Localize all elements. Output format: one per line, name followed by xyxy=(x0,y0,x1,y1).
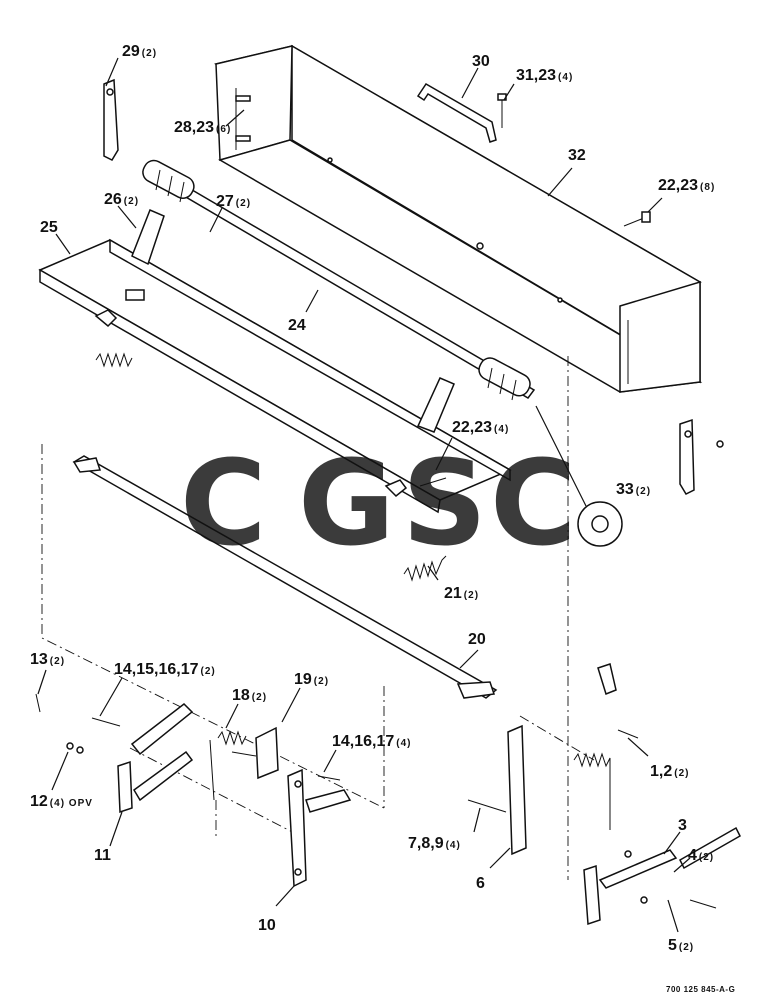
callout-10: 10 xyxy=(258,917,276,934)
leader-lines xyxy=(37,57,691,933)
callout-14-16-17: 14,16,17(4) xyxy=(332,733,412,750)
bolt-22-top xyxy=(623,211,651,227)
bolt-22-middle xyxy=(419,477,447,487)
callout-5: 5(2) xyxy=(668,937,694,954)
callout-3: 3 xyxy=(678,817,687,834)
bracket-26 xyxy=(131,209,455,433)
watermark-letter-3: S xyxy=(402,434,487,572)
handle-30 xyxy=(416,82,497,143)
watermark: C G S C xyxy=(180,434,577,572)
callout-labels: 29(2) 30 31,23(4) 28,23(6) 32 22,23(8) 2… xyxy=(30,43,715,954)
callout-19: 19(2) xyxy=(294,671,329,688)
tray-25 xyxy=(38,238,512,514)
linkage-left xyxy=(117,703,352,888)
housing-32 xyxy=(214,44,703,393)
callout-24: 24 xyxy=(288,317,306,334)
shaft-roller-right xyxy=(478,357,531,401)
callout-7-8-9: 7,8,9(4) xyxy=(408,835,461,852)
callout-27: 27(2) xyxy=(216,193,251,210)
watermark-letter-4: C xyxy=(490,434,577,572)
callout-18: 18(2) xyxy=(232,687,267,704)
bar-20 xyxy=(72,455,498,699)
hardware-left xyxy=(35,693,341,781)
shaft-roller-left xyxy=(142,159,195,203)
watermark-letter-2: G xyxy=(298,434,395,572)
callout-22-23-a: 22,23(8) xyxy=(658,177,715,194)
callout-6: 6 xyxy=(476,875,485,892)
watermark-letter-1: C xyxy=(180,434,267,572)
callout-14-15-16-17: 14,15,16,17(2) xyxy=(114,661,216,678)
document-code: 700 125 845-A-G xyxy=(666,985,735,994)
callout-29: 29(2) xyxy=(122,43,157,60)
shaft-24 xyxy=(142,159,536,401)
callout-28-23: 28,23(6) xyxy=(174,119,231,136)
callout-31-23: 31,23(4) xyxy=(516,67,573,84)
callout-11: 11 xyxy=(94,847,111,864)
callout-25: 25 xyxy=(40,219,58,236)
bushing-33 xyxy=(535,405,623,547)
callout-33: 33(2) xyxy=(616,481,651,498)
callout-32: 32 xyxy=(568,147,586,164)
callout-30: 30 xyxy=(472,53,490,70)
callout-4: 4(2) xyxy=(688,847,714,864)
arm-29 xyxy=(103,78,119,161)
callout-1-2: 1,2(2) xyxy=(650,763,689,780)
callout-13: 13(2) xyxy=(30,651,65,668)
callout-21: 21(2) xyxy=(444,585,479,602)
bracket-right xyxy=(679,418,724,495)
callout-20: 20 xyxy=(468,631,486,648)
callout-12: 12(4) OPV xyxy=(30,793,93,810)
spring-21 xyxy=(403,555,447,582)
callout-22-23-b: 22,23(4) xyxy=(452,419,509,436)
spring-tray-left xyxy=(95,352,133,368)
callout-26: 26(2) xyxy=(104,191,139,208)
linkage-right xyxy=(467,663,741,926)
